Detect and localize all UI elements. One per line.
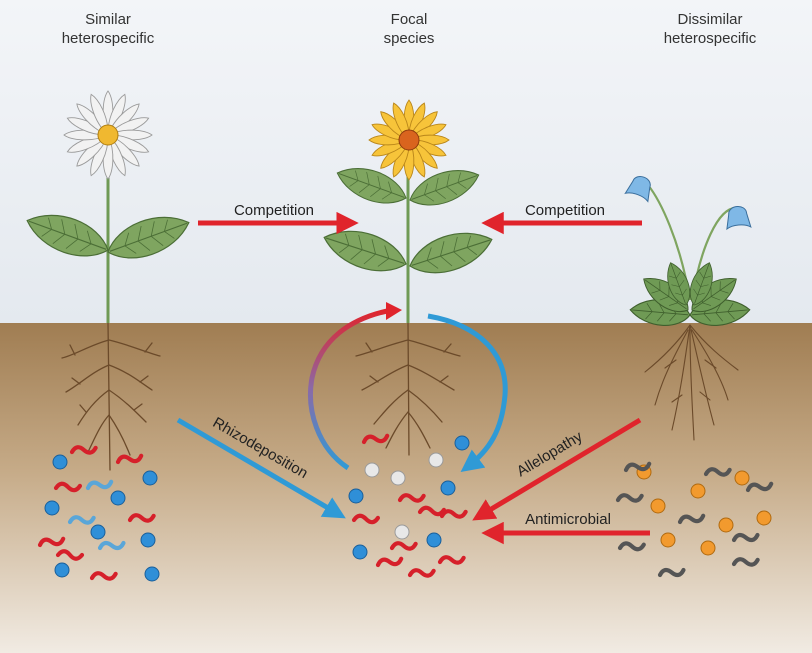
dissimilar-plant-roots (644, 324, 739, 441)
competition-left-label: Competition (234, 202, 314, 219)
blue-sphere (52, 454, 68, 470)
blue-sphere (454, 435, 470, 451)
soil-background (0, 323, 812, 653)
similar-plant-roots (61, 322, 161, 471)
orange-sphere (734, 470, 750, 486)
white-sphere (364, 462, 380, 478)
blue-sphere (140, 532, 156, 548)
similar-plant (20, 90, 196, 471)
white-daisy-icon (63, 90, 153, 180)
white-sphere (394, 524, 410, 540)
dissimilar-heterospecific-title: Dissimilar heterospecific (663, 11, 757, 47)
blue-bellflower-icon (726, 206, 752, 231)
orange-sphere (718, 517, 734, 533)
soil-feedback-arrow (308, 307, 393, 471)
competition-right-label: Competition (525, 202, 605, 219)
orange-sphere (660, 532, 676, 548)
similar-heterospecific-title: Similar heterospecific (61, 11, 155, 47)
orange-sphere (690, 483, 706, 499)
soil-organisms (39, 432, 772, 582)
white-sphere (390, 470, 406, 486)
interaction-arrows (176, 211, 650, 545)
allelopathy-arrow (472, 417, 642, 521)
blue-sphere (44, 500, 60, 516)
focal-plant-roots (355, 322, 461, 456)
orange-sphere (700, 540, 716, 556)
white-sphere (428, 452, 444, 468)
blue-bellflower-icon (624, 176, 651, 203)
orange-sphere (756, 510, 772, 526)
rhizodeposition-arrow (176, 417, 346, 519)
focal-species-title: Focal species (383, 11, 435, 47)
blue-sphere (90, 524, 106, 540)
antimicrobial-label: Antimicrobial (525, 511, 611, 528)
root-to-soil-arrow (427, 313, 508, 473)
blue-sphere (54, 562, 70, 578)
blue-sphere (352, 544, 368, 560)
blue-sphere (144, 566, 160, 582)
blue-sphere (426, 532, 442, 548)
orange-sphere (650, 498, 666, 514)
focal-plant (318, 99, 498, 456)
petal (90, 93, 109, 137)
yellow-sunflower-icon (368, 99, 450, 181)
blue-sphere (348, 488, 364, 504)
blue-sphere (142, 470, 158, 486)
soil-feedback-arrowhead (386, 302, 402, 320)
blue-sphere (110, 490, 126, 506)
dissimilar-plant (624, 176, 752, 441)
blue-sphere (440, 480, 456, 496)
